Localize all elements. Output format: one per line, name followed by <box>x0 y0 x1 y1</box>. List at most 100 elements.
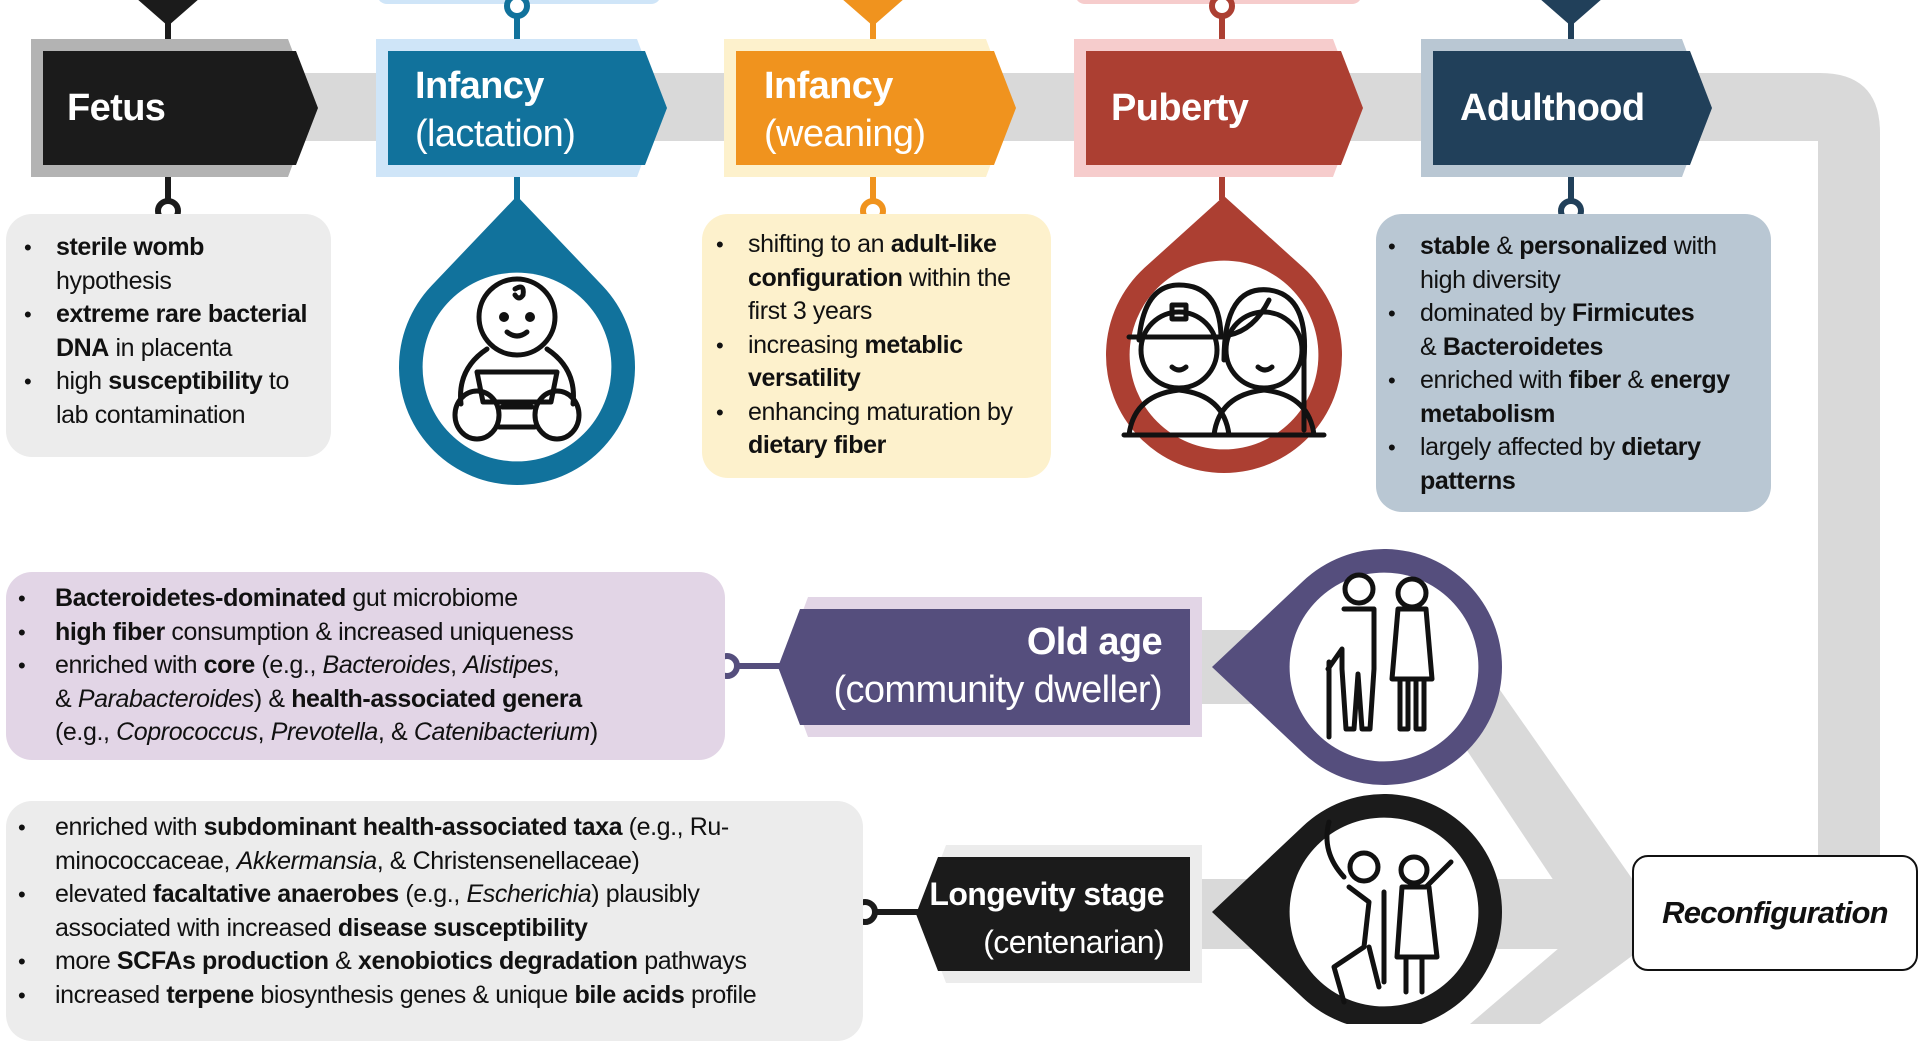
stage-label-infancy-weaning: Infancy(weaning) <box>764 62 926 158</box>
note-text: profile <box>684 980 757 1009</box>
taxon-name: Parabacteroides <box>77 684 254 713</box>
taxon-name: Akkermansia <box>236 846 378 875</box>
emphasis-text: personalized <box>1519 232 1668 260</box>
bullet-item: •increased terpene biosynthesis genes & … <box>18 979 857 1013</box>
fetus-banner <box>43 51 318 165</box>
emphasis-text: dietary patterns <box>1420 433 1701 495</box>
stage-label-adulthood: Adulthood <box>1460 84 1645 132</box>
bullet-icon: • <box>24 302 32 327</box>
bullet-icon: • <box>1388 234 1396 259</box>
bullet-icon: • <box>24 235 32 260</box>
bullet-item: • largely affected by dietary patterns <box>1388 431 1765 498</box>
note-text: enriched with <box>55 813 204 841</box>
taxon-name: Escherichia <box>466 880 592 908</box>
stage-label-old-age: Old age (community dweller) <box>833 618 1162 714</box>
reconfiguration-box: Reconfiguration <box>1632 855 1918 971</box>
stage-subtitle: (centenarian) <box>983 924 1164 960</box>
bullet-item: •enriched with fiber & energy metabolism <box>1388 364 1765 431</box>
emphasis-text: health-associated genera <box>291 684 582 713</box>
bullet-icon: • <box>18 586 26 611</box>
pointer-triangle <box>1541 0 1601 26</box>
note-text: (e.g., <box>254 651 323 679</box>
stage-title: Longevity stage <box>929 876 1164 912</box>
note-text: within the first 3 years <box>748 263 1011 326</box>
note-text: ) <box>589 718 598 746</box>
puberty-banner <box>1086 51 1363 165</box>
note-text: & <box>1489 232 1520 260</box>
note-text: dominated by <box>1420 299 1572 327</box>
note-text: (e.g., <box>398 880 467 908</box>
note-text: largely affected by <box>1420 433 1622 461</box>
bullet-item: •dominated by Firmicutes & Bacteroidetes <box>1388 297 1765 364</box>
note-text: & <box>1620 366 1651 394</box>
note-text: shifting to an <box>748 230 891 258</box>
weaning-notes: • shifting to an adult-like configuration… <box>702 214 1051 478</box>
diagonal-path-band-lower <box>1470 930 1640 1024</box>
note-text: to lab contamination <box>56 367 289 429</box>
old-age-notes: •Bacteroidetes-dominated gut microbiome•… <box>6 572 725 760</box>
note-text: pathways <box>637 947 747 975</box>
stage-label-longevity: Longevity stage (centenarian) <box>929 870 1164 966</box>
weaning-banner <box>736 51 1016 165</box>
connector-node <box>1209 0 1235 19</box>
lactation-banner <box>388 51 667 165</box>
note-text: , & Christensenellaceae) <box>376 846 640 875</box>
bullet-icon: • <box>1388 435 1396 460</box>
dancing-centenarians-icon <box>1324 819 1454 1005</box>
stage-subtitle: (community dweller) <box>833 669 1162 711</box>
note-text: (e.g., Ru- minococcaceae, <box>55 813 729 875</box>
emphasis-text: adult-like configuration <box>748 230 997 292</box>
emphasis-text: bile acids <box>574 980 685 1009</box>
emphasis-text: Bacteroidetes <box>1442 332 1604 361</box>
note-text: , & <box>377 718 414 746</box>
note-text: increased <box>55 980 167 1009</box>
bullet-icon: • <box>716 399 724 425</box>
stage-title: Infancy <box>764 65 893 107</box>
taxon-name: Catenibacterium <box>413 718 590 746</box>
emphasis-text: terpene <box>166 980 254 1009</box>
emphasis-text: facaltative anaerobes <box>152 880 399 908</box>
note-text: & <box>1420 332 1437 361</box>
bullet-icon: • <box>18 882 26 907</box>
note-text: more <box>55 947 117 975</box>
emphasis-text: SCFAs production <box>116 947 329 975</box>
old-age-icon-background <box>1289 572 1479 762</box>
emphasis-text: dietary fiber <box>748 431 886 459</box>
note-text: high <box>56 367 109 395</box>
adulthood-banner <box>1433 51 1712 165</box>
emphasis-text: Bacteroidetes-dominated <box>55 584 346 612</box>
bullet-item: •Bacteroidetes-dominated gut microbiome <box>18 582 719 616</box>
stage-title: Old age <box>1026 621 1163 663</box>
adulthood-notes: •stable & personalized with high diversi… <box>1376 214 1771 512</box>
note-text: increasing <box>748 330 865 359</box>
emphasis-text: stable <box>1420 232 1490 260</box>
bullet-item: •elevated facaltative anaerobes (e.g., E… <box>18 878 857 945</box>
stage-title: Adulthood <box>1460 87 1645 129</box>
note-text: ) & <box>253 684 292 713</box>
fetus-notes: •sterile womb hypothesis•extreme rare ba… <box>6 214 331 457</box>
emphasis-text: core <box>203 651 256 679</box>
bullet-item: • sterile womb hypothesis <box>24 231 323 298</box>
note-text: ) plausibly associated with increased <box>55 880 700 942</box>
lactation-icon-background <box>422 272 612 462</box>
stage-title: Fetus <box>67 87 166 129</box>
note-text: enhancing maturation by <box>748 397 1013 426</box>
emphasis-text: susceptibility <box>108 367 263 395</box>
emphasis-text: energy metabolism <box>1420 366 1730 428</box>
bullet-icon: • <box>24 369 32 394</box>
bullet-icon: • <box>716 232 724 257</box>
bullet-icon: • <box>1388 368 1396 393</box>
diagonal-path-band <box>1440 690 1640 920</box>
emphasis-text: sterile womb <box>56 233 205 261</box>
bullet-icon: • <box>18 815 26 840</box>
emphasis-text: xenobiotics degradation <box>357 947 638 975</box>
note-text: hypothesis <box>56 266 172 295</box>
bullet-item: •stable & personalized with high diversi… <box>1388 230 1765 297</box>
bullet-item: •increasing metablic versatility <box>716 329 1045 396</box>
bullet-icon: • <box>716 332 724 358</box>
emphasis-text: disease susceptibility <box>337 913 588 942</box>
taxon-name: Prevotella <box>270 718 379 746</box>
bullet-icon: • <box>1388 301 1396 326</box>
bullet-item: •enriched with core (e.g., Bacteroides, … <box>18 649 719 750</box>
